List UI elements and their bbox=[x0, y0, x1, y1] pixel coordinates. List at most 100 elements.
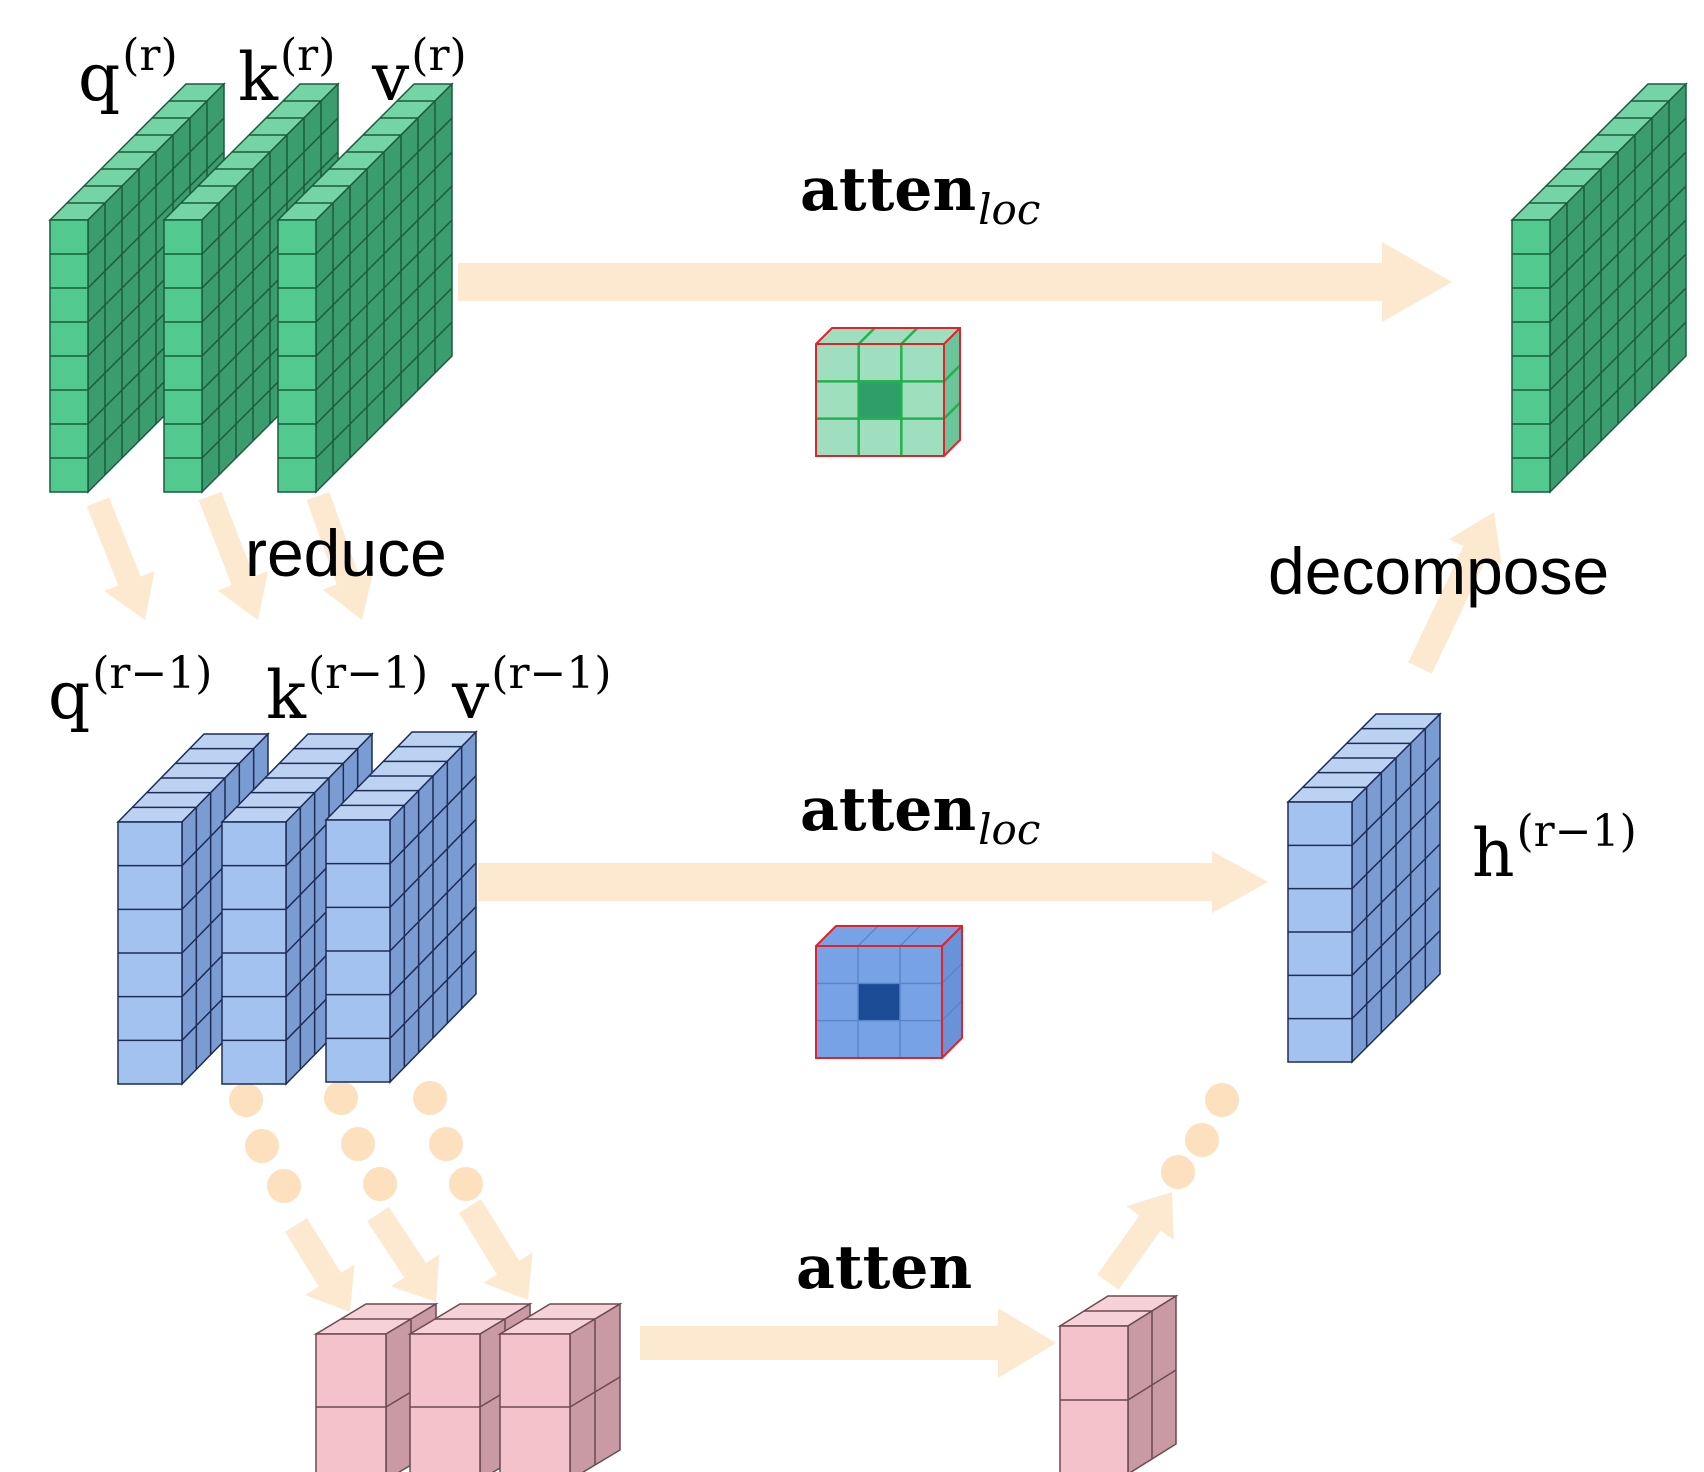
tensor-grid-line bbox=[315, 253, 453, 391]
tensor-blocks-layer bbox=[48, 82, 1688, 1472]
v-r1-letter: v bbox=[452, 657, 490, 734]
tensor-front-face bbox=[409, 1333, 481, 1472]
tensor-grid-line bbox=[1351, 800, 1441, 890]
q-r1-superscript: (r−1) bbox=[92, 648, 213, 699]
kernel-top-face bbox=[816, 328, 960, 344]
tensor-front-face bbox=[315, 1333, 387, 1472]
tensor-grid-line bbox=[389, 775, 477, 865]
tensor-grid-line bbox=[315, 151, 453, 289]
label-atten-loc-middle: attenloc bbox=[800, 780, 1040, 851]
v-r-superscript: (r) bbox=[411, 30, 467, 81]
arrows-layer bbox=[86, 242, 1502, 1378]
kernel-grid-line bbox=[941, 1000, 963, 1022]
h-letter: h bbox=[1472, 815, 1515, 892]
atten-loc-top-text: atten bbox=[800, 155, 977, 225]
ellipsis-dot bbox=[1185, 1123, 1219, 1157]
kernel-outline bbox=[941, 925, 963, 947]
tensor-front-face bbox=[499, 1333, 571, 1472]
tensor-grid-line bbox=[1127, 1369, 1177, 1401]
ellipsis-dot bbox=[1161, 1155, 1195, 1189]
arrow-down-q bbox=[284, 1218, 355, 1312]
reduce-text: reduce bbox=[245, 516, 447, 590]
tensor-grid-line bbox=[389, 906, 477, 996]
ellipsis-dot bbox=[1205, 1083, 1239, 1117]
kernel-center-cell bbox=[858, 983, 900, 1021]
label-q-r-minus-1: q(r−1) bbox=[48, 652, 212, 729]
k-r1-superscript: (r−1) bbox=[308, 648, 429, 699]
label-atten-loc-top: attenloc bbox=[800, 160, 1040, 231]
kernel-outline bbox=[815, 327, 961, 457]
tensor-v-r bbox=[276, 82, 454, 494]
label-k-r: k(r) bbox=[238, 34, 335, 111]
kernel-grid-line bbox=[899, 925, 921, 947]
q-r-superscript: (r) bbox=[122, 30, 178, 81]
q-r-letter: q bbox=[78, 39, 121, 116]
arrow-atten-loc-top bbox=[458, 242, 1452, 322]
arrow-down-k bbox=[367, 1206, 440, 1302]
label-k-r-minus-1: k(r−1) bbox=[266, 652, 428, 729]
ellipsis-dot bbox=[267, 1169, 301, 1203]
tensor-grid-line bbox=[389, 949, 477, 1039]
kernel-grid-line bbox=[943, 364, 961, 383]
tensor-grid-line bbox=[315, 321, 453, 459]
arrow-down-v bbox=[458, 1199, 533, 1300]
kernel-grid-line bbox=[941, 962, 963, 984]
tensor-grid-line bbox=[315, 185, 453, 323]
label-reduce: reduce bbox=[245, 520, 447, 586]
tensor-grid-line bbox=[1549, 253, 1687, 391]
atten-loc-middle-text: atten bbox=[800, 775, 977, 845]
tensor-v-coarse bbox=[497, 1302, 623, 1472]
atten-bottom-text: atten bbox=[796, 1233, 973, 1303]
tensor-grid-line bbox=[1549, 321, 1687, 459]
ellipsis-dot bbox=[413, 1081, 447, 1115]
arrow-reduce-k bbox=[198, 491, 269, 620]
kernel-top-face bbox=[816, 926, 962, 946]
k-r1-letter: k bbox=[266, 657, 306, 734]
kernels-layer bbox=[815, 327, 963, 1059]
arrow-up-result bbox=[1097, 1192, 1174, 1290]
tensor-output-coarse bbox=[1057, 1294, 1179, 1472]
kernel-outline bbox=[943, 327, 961, 345]
kernel-grid-line bbox=[857, 327, 876, 345]
ellipsis-dot bbox=[449, 1167, 483, 1201]
ellipsis-dot bbox=[324, 1081, 358, 1115]
kernel-grid-line bbox=[943, 401, 961, 420]
ellipsis-dot bbox=[341, 1127, 375, 1161]
tensor-grid-line bbox=[1351, 886, 1441, 976]
label-v-r: v(r) bbox=[372, 34, 467, 111]
decompose-text: decompose bbox=[1268, 534, 1610, 608]
ellipsis-dot bbox=[429, 1127, 463, 1161]
arrow-decompose bbox=[1408, 512, 1502, 674]
label-v-r-minus-1: v(r−1) bbox=[452, 652, 612, 729]
tensor-grid-line bbox=[1549, 185, 1687, 323]
label-h-r-minus-1: h(r−1) bbox=[1472, 810, 1637, 887]
tensor-front-face bbox=[1059, 1325, 1129, 1472]
tensor-grid-line bbox=[569, 1376, 621, 1408]
tensor-output-r bbox=[1510, 82, 1688, 494]
kernel-blue bbox=[815, 925, 963, 1059]
v-r1-superscript: (r−1) bbox=[491, 648, 612, 699]
ellipsis-dot bbox=[363, 1167, 397, 1201]
label-decompose: decompose bbox=[1268, 538, 1609, 604]
arrow-reduce-q bbox=[86, 497, 155, 620]
k-r-letter: k bbox=[238, 39, 278, 116]
tensor-grid-line bbox=[1351, 756, 1441, 846]
v-r-letter: v bbox=[372, 39, 410, 116]
tensor-grid-line bbox=[315, 287, 453, 425]
kernel-outline bbox=[815, 925, 963, 1059]
atten-loc-top-subscript: loc bbox=[978, 185, 1041, 234]
tensor-grid-line bbox=[315, 219, 453, 357]
tensor-grid-line bbox=[1549, 117, 1687, 255]
kernel-side-face bbox=[944, 328, 960, 456]
tensor-grid-line bbox=[1549, 219, 1687, 357]
ellipsis-dot bbox=[245, 1129, 279, 1163]
tensor-grid-line bbox=[389, 818, 477, 908]
label-atten-bottom: atten bbox=[796, 1238, 972, 1298]
tensor-grid-line bbox=[389, 862, 477, 952]
ellipsis-dot bbox=[229, 1083, 263, 1117]
tensor-grid-line bbox=[87, 151, 225, 289]
arrow-atten-bottom bbox=[640, 1308, 1056, 1378]
kernel-grid-line bbox=[857, 925, 879, 947]
